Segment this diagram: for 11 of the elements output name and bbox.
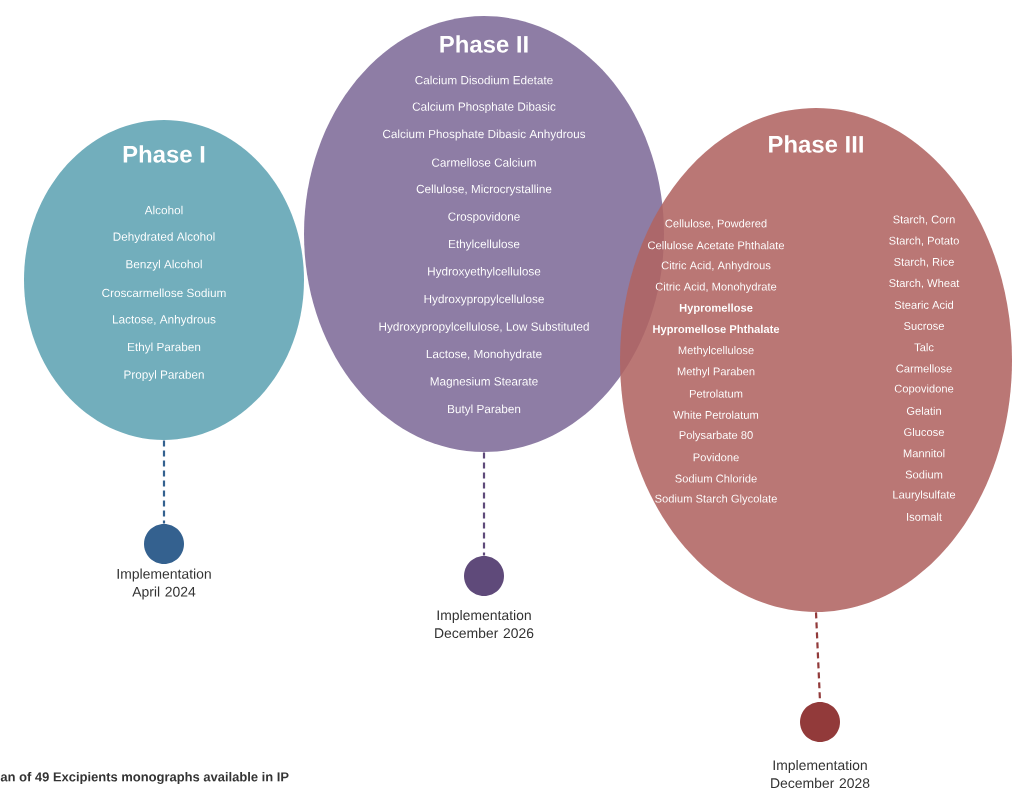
dashed-connector bbox=[814, 612, 822, 702]
dashed-connector bbox=[162, 440, 166, 524]
milestone-dot bbox=[464, 556, 504, 596]
phase-heading: Phase III bbox=[769, 135, 863, 153]
phase-ellipse bbox=[24, 120, 304, 440]
milestone-dot bbox=[800, 702, 840, 742]
milestone-dot bbox=[144, 524, 184, 564]
phase-ellipse bbox=[620, 108, 1012, 612]
phase-heading: Phase I bbox=[123, 145, 205, 163]
phase-heading: Phase II bbox=[440, 35, 528, 53]
dashed-connector bbox=[482, 452, 486, 556]
